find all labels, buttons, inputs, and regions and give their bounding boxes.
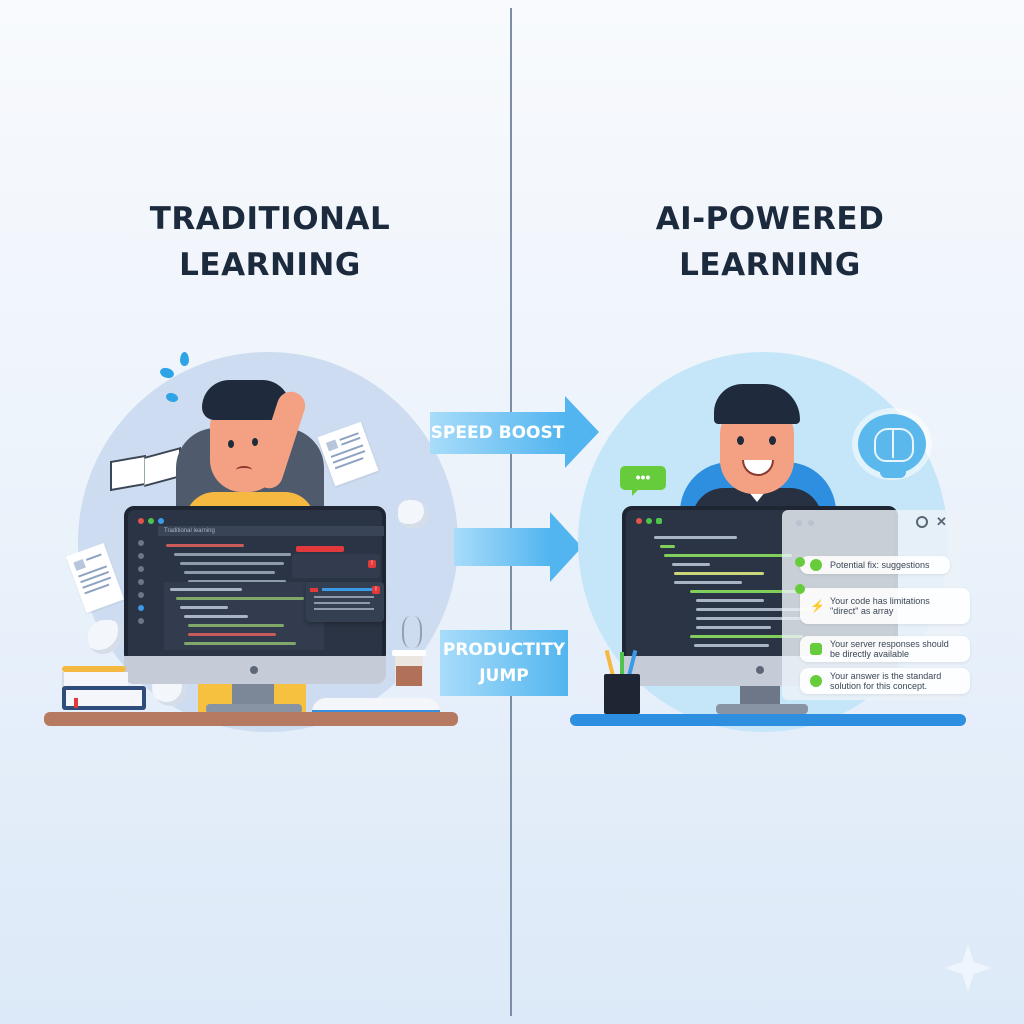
check-icon xyxy=(810,559,822,571)
chat-bubble-icon: ••• xyxy=(620,466,666,490)
book-stack xyxy=(62,666,148,714)
close-dot xyxy=(636,518,642,524)
title-line: LEARNING xyxy=(679,247,861,283)
monitor-logo-dot xyxy=(756,666,764,674)
editor-sidebar xyxy=(134,540,148,650)
error-popup: ! xyxy=(306,582,384,622)
brain-icon xyxy=(874,428,914,462)
suggestion-text: Your answer is the standard solution for… xyxy=(830,671,942,691)
monitor-base xyxy=(716,704,808,714)
steam-icon xyxy=(402,616,422,648)
chat-bubble-tail xyxy=(632,490,638,496)
sweat-drop-icon xyxy=(180,352,189,366)
panel-dot xyxy=(808,520,814,526)
error-panel: ! xyxy=(292,554,380,578)
suggestion-card[interactable]: ⚡ Your code has limitations "direct" as … xyxy=(800,588,970,624)
error-badge[interactable]: ! xyxy=(368,560,376,568)
green-status-dot xyxy=(795,557,805,567)
green-status-dot xyxy=(795,584,805,594)
code-panel xyxy=(164,582,324,650)
code-area xyxy=(646,530,810,653)
monitor-logo-dot xyxy=(250,666,258,674)
open-book-icon xyxy=(110,447,181,492)
sidebar-icon[interactable] xyxy=(138,592,144,598)
suggestion-card[interactable]: Potential fix: suggestions xyxy=(800,556,950,574)
suggestion-text: Potential fix: suggestions xyxy=(830,560,930,570)
maximize-dot xyxy=(656,518,662,524)
search-icon[interactable] xyxy=(916,516,928,528)
sidebar-icon[interactable] xyxy=(138,540,144,546)
error-badge[interactable]: ! xyxy=(372,586,380,594)
title-traditional: TRADITIONAL LEARNING xyxy=(110,196,430,288)
editor-tab[interactable]: Traditional learning xyxy=(158,526,384,536)
window-controls xyxy=(138,518,164,524)
suggestion-text: Your code has limitations "direct" as ar… xyxy=(830,596,930,616)
speed-boost-label: SPEED BOOST xyxy=(430,412,565,454)
sparkle-icon xyxy=(944,944,992,992)
productivity-jump-box: PRODUCTITY JUMP xyxy=(440,630,568,696)
close-icon[interactable]: ✕ xyxy=(936,514,947,529)
productivity-jump-label: PRODUCTITY JUMP xyxy=(440,630,568,696)
lightning-icon: ⚡ xyxy=(810,599,825,613)
panel-header: ✕ xyxy=(782,510,960,534)
grid-icon xyxy=(810,675,822,687)
sidebar-icon-active[interactable] xyxy=(138,605,144,611)
grid-icon xyxy=(810,643,822,655)
minimize-dot xyxy=(646,518,652,524)
speed-boost-arrow: SPEED BOOST xyxy=(430,396,600,468)
sidebar-icon[interactable] xyxy=(138,579,144,585)
pencil-cup-icon xyxy=(604,649,644,714)
happy-student xyxy=(692,370,822,520)
open-book-icon xyxy=(312,694,440,714)
maximize-dot xyxy=(158,518,164,524)
coffee-cup-icon xyxy=(392,650,426,692)
error-banner xyxy=(296,546,344,552)
suggestion-text: Your server responses should be directly… xyxy=(830,639,949,659)
suggestion-card[interactable]: Your answer is the standard solution for… xyxy=(800,668,970,694)
crumpled-paper-icon xyxy=(398,500,428,528)
label-line: JUMP xyxy=(479,666,529,686)
title-ai-powered: AI-POWERED LEARNING xyxy=(610,196,930,288)
center-arrow xyxy=(454,512,584,582)
minimize-dot xyxy=(148,518,154,524)
title-line: LEARNING xyxy=(179,247,361,283)
label-line: PRODUCTITY xyxy=(442,640,566,660)
sidebar-icon[interactable] xyxy=(138,566,144,572)
brain-bubble-stem xyxy=(880,464,906,478)
window-controls xyxy=(636,518,662,524)
panel-dot xyxy=(796,520,802,526)
close-dot xyxy=(138,518,144,524)
stressed-student xyxy=(180,370,320,522)
monitor-stand xyxy=(232,684,274,706)
wooden-desk xyxy=(44,712,458,726)
title-line: AI-POWERED xyxy=(655,201,885,237)
blue-desk xyxy=(570,714,966,726)
monitor-stand xyxy=(740,686,780,706)
sidebar-icon[interactable] xyxy=(138,553,144,559)
suggestion-card[interactable]: Your server responses should be directly… xyxy=(800,636,970,662)
title-line: TRADITIONAL xyxy=(149,201,391,237)
sidebar-icon[interactable] xyxy=(138,618,144,624)
monitor-base xyxy=(206,704,302,714)
ai-assistant-panel: ✕ Potential fix: suggestions ⚡ Your code… xyxy=(782,510,970,700)
center-divider xyxy=(510,8,512,1016)
